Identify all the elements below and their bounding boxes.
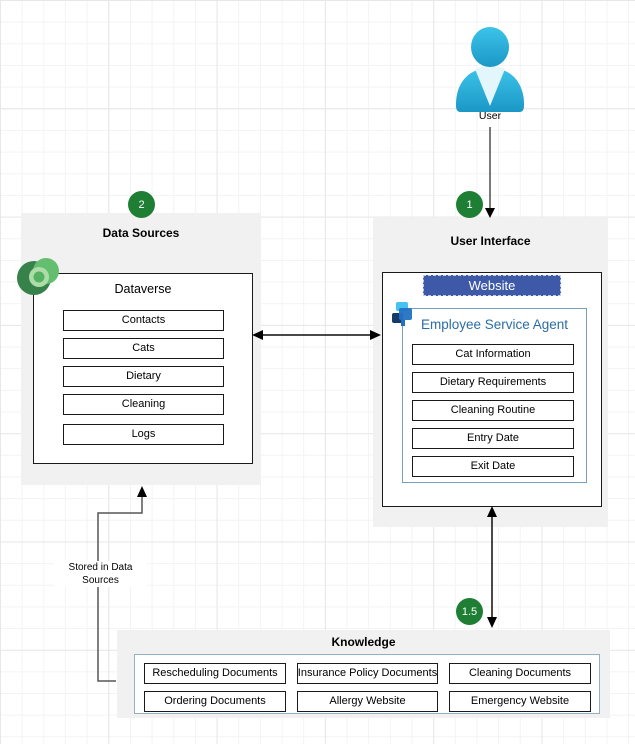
dataverse-item-cleaning[interactable]: Cleaning [63, 394, 224, 415]
employee-service-agent-title: Employee Service Agent [420, 317, 569, 332]
employee-service-agent-box[interactable]: Employee Service Agent Cat Information D… [402, 308, 587, 483]
dataverse-item-cats[interactable]: Cats [63, 338, 224, 359]
dataverse-icon [17, 258, 59, 295]
connector-user-to-ui[interactable] [485, 127, 495, 218]
connector-datasources-ui[interactable] [252, 330, 381, 340]
agent-item-cleaning-routine[interactable]: Cleaning Routine [412, 400, 574, 421]
stored-in-data-sources-label: Stored in Data Sources [54, 561, 147, 587]
user-interface-title: User Interface [450, 234, 531, 248]
dataverse-title: Dataverse [114, 282, 172, 296]
knowledge-title: Knowledge [331, 635, 396, 649]
knowledge-item-emergency-website[interactable]: Emergency Website [449, 691, 591, 712]
step-badge-1[interactable]: 1 [456, 191, 483, 218]
dataverse-item-logs[interactable]: Logs [63, 424, 224, 445]
data-sources-title: Data Sources [102, 226, 180, 240]
user-actor[interactable]: User [452, 24, 528, 126]
step-badge-1-5[interactable]: 1.5 [456, 598, 483, 625]
user-label: User [478, 110, 502, 122]
user-interface-box[interactable]: Website Employee Service Agent Cat Infor… [382, 272, 602, 507]
knowledge-item-rescheduling-documents[interactable]: Rescheduling Documents [144, 663, 286, 684]
website-bar[interactable]: Website [423, 275, 561, 296]
dataverse-item-dietary[interactable]: Dietary [63, 366, 224, 387]
user-icon [456, 27, 524, 112]
knowledge-container[interactable]: Rescheduling Documents Insurance Policy … [134, 654, 600, 714]
knowledge-item-insurance-policy-documents[interactable]: Insurance Policy Documents [297, 663, 438, 684]
knowledge-item-ordering-documents[interactable]: Ordering Documents [144, 691, 286, 712]
knowledge-item-cleaning-documents[interactable]: Cleaning Documents [449, 663, 591, 684]
dataverse-item-contacts[interactable]: Contacts [63, 310, 224, 331]
copilot-agent-icon [392, 302, 412, 326]
step-badge-2[interactable]: 2 [128, 191, 155, 218]
knowledge-item-allergy-website[interactable]: Allergy Website [297, 691, 438, 712]
dataverse-box[interactable]: Dataverse Contacts Cats Dietary Cleaning… [33, 273, 253, 464]
agent-item-entry-date[interactable]: Entry Date [412, 428, 574, 449]
agent-item-dietary-requirements[interactable]: Dietary Requirements [412, 372, 574, 393]
agent-item-cat-information[interactable]: Cat Information [412, 344, 574, 365]
agent-item-exit-date[interactable]: Exit Date [412, 456, 574, 477]
